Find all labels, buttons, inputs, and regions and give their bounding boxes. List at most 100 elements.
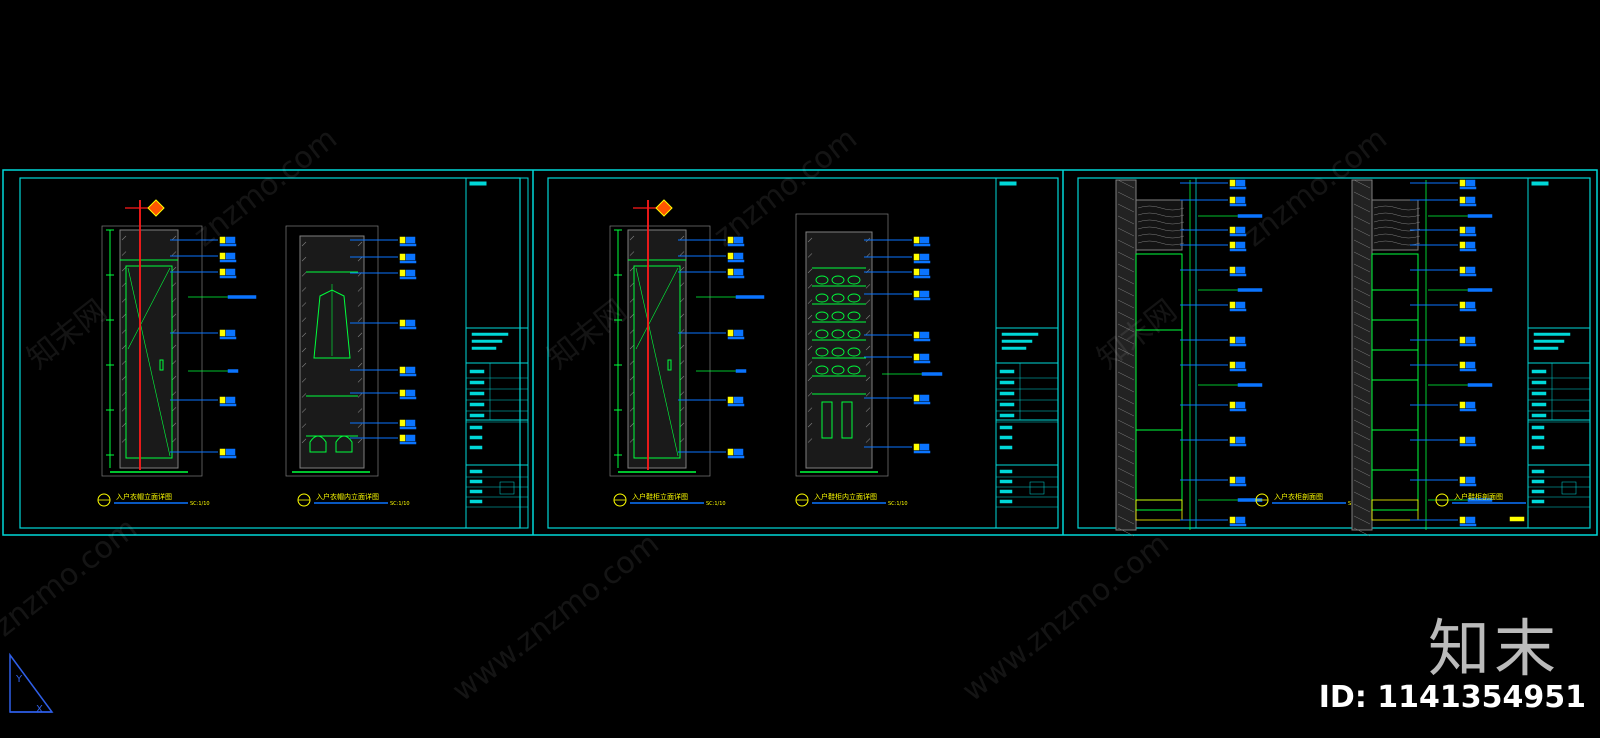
- wood-grain: [1373, 212, 1421, 218]
- material-tag-swatch: [1229, 401, 1236, 409]
- material-tag-swatch: [399, 236, 406, 244]
- material-tag-underline: [913, 297, 931, 301]
- shoe-drawing: [831, 329, 845, 339]
- carcass-hatch: [357, 287, 363, 292]
- carcass-hatch: [357, 241, 363, 247]
- carcass-hatch: [301, 347, 307, 353]
- material-tag-underline: [727, 455, 745, 459]
- carcass-hatch: [121, 360, 127, 365]
- wall-hatch: [1353, 275, 1371, 285]
- material-tag-code: [1235, 336, 1246, 344]
- carcass-hatch: [679, 360, 685, 365]
- wall-hatch: [1353, 287, 1371, 297]
- shoe-drawing: [815, 329, 829, 339]
- material-tag-swatch: [727, 268, 734, 276]
- carcass-hatch: [807, 237, 813, 243]
- drawing-caption: 入户鞋柜剖面图: [1454, 492, 1503, 501]
- wood-grain: [1373, 205, 1421, 211]
- carcass-hatch: [171, 282, 177, 287]
- cabinet-door: [633, 265, 681, 459]
- material-tag-swatch: [399, 434, 406, 442]
- title-block-cell-text: [1531, 402, 1547, 407]
- carcass-hatch: [301, 287, 307, 292]
- carcass-hatch: [807, 268, 813, 274]
- material-tag-swatch: [1229, 226, 1236, 234]
- carcass-hatch: [171, 391, 177, 396]
- note-bar: [1467, 214, 1493, 218]
- carcass-hatch: [357, 408, 363, 413]
- wall-hatch: [1353, 503, 1371, 513]
- plinth-section: [1135, 499, 1183, 521]
- material-tag-code: [1465, 476, 1476, 484]
- title-block-cell-text: [469, 369, 485, 374]
- ucs-y-label: Y: [15, 674, 23, 685]
- material-tag-swatch: [727, 396, 734, 404]
- carcass-hatch: [865, 422, 871, 428]
- carcass-hatch: [629, 313, 635, 319]
- carcass-hatch: [121, 329, 127, 334]
- carcass-hatch: [171, 360, 177, 365]
- wall-hatch: [1353, 179, 1371, 189]
- title-block-text-line: [471, 339, 503, 343]
- material-tag-code: [225, 396, 236, 404]
- title-block-cell-text: [1531, 499, 1545, 504]
- carcass-hatch: [357, 438, 363, 444]
- material-tag-code: [1465, 241, 1476, 249]
- carcass-hatch: [807, 392, 813, 397]
- material-tag-swatch: [913, 443, 920, 451]
- carcass-hatch: [865, 330, 871, 335]
- wall-hatch: [1353, 311, 1371, 321]
- material-tag-code: [1235, 401, 1246, 409]
- wall-hatch: [1353, 443, 1371, 453]
- title-block-cell-text: [999, 499, 1013, 504]
- title-block-cell-text: [469, 413, 485, 418]
- wall-hatch: [1117, 179, 1135, 189]
- material-tag-underline: [1459, 443, 1477, 447]
- wood-grain: [1137, 233, 1185, 239]
- note-bar: [1467, 383, 1493, 387]
- wall-hatch: [1117, 227, 1135, 237]
- material-tag-swatch: [727, 329, 734, 337]
- material-tag-underline: [1229, 308, 1247, 312]
- wall-hatch: [1117, 371, 1135, 381]
- title-block: [1527, 177, 1591, 529]
- material-tag-swatch: [727, 448, 734, 456]
- title-block-cell-text: [1531, 413, 1547, 418]
- carcass-hatch: [357, 378, 363, 383]
- carcass-hatch: [171, 313, 177, 319]
- title-block-cell-text: [469, 435, 483, 440]
- material-tag-code: [1465, 436, 1476, 444]
- carcass-hatch: [301, 317, 307, 322]
- wall-hatch: [1117, 431, 1135, 441]
- material-tag-code: [1465, 301, 1476, 309]
- wall-hatch: [1117, 359, 1135, 369]
- title-block-cell-text: [469, 469, 483, 474]
- handbag-drawing: [309, 435, 353, 453]
- wall-hatch: [1117, 407, 1135, 417]
- material-tag-code: [919, 331, 930, 339]
- carcass-hatch: [679, 298, 685, 303]
- title-block-cell-text: [1531, 380, 1547, 385]
- material-tag-swatch: [1459, 241, 1466, 249]
- material-tag-underline: [219, 275, 237, 279]
- title-block-cell-text: [1531, 369, 1547, 374]
- carcass-hatch: [807, 438, 813, 443]
- title-block-text-line: [1533, 332, 1571, 336]
- note-bar: [1237, 288, 1263, 292]
- wall-hatch: [1117, 503, 1135, 513]
- carcass-hatch: [679, 313, 685, 319]
- material-tag-code: [1235, 266, 1246, 274]
- material-tag-swatch: [913, 394, 920, 402]
- material-tag-underline: [219, 259, 237, 263]
- drawing-caption: 入户衣柜剖面图: [1274, 492, 1323, 501]
- material-tag-swatch: [1459, 226, 1466, 234]
- material-tag-code: [405, 236, 416, 244]
- material-tag-underline: [913, 450, 931, 454]
- material-tag-swatch: [1229, 336, 1236, 344]
- title-block-cell-text: [469, 380, 485, 385]
- title-block-cell-text: [1531, 469, 1545, 474]
- wall-hatch: [1117, 455, 1135, 465]
- wall-section: [1351, 179, 1373, 531]
- material-tag-code: [733, 396, 744, 404]
- wall-hatch: [1353, 203, 1371, 213]
